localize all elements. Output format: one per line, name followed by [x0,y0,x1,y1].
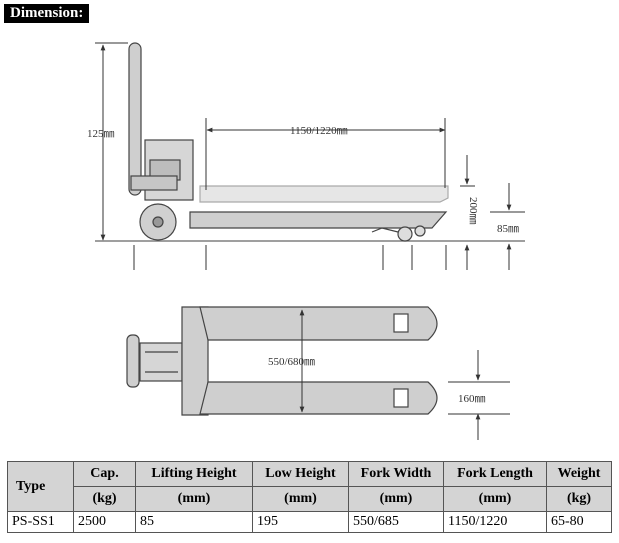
handle [128,42,142,196]
fork-width-label: 160㎜ [458,393,486,405]
column-header-fork-width: Fork Width [348,461,444,487]
load-roller [397,226,413,242]
fork [189,211,448,229]
cell-fork-length: 1150/1220 [443,511,547,533]
cell-fork-width: 550/685 [348,511,444,533]
table-row: PS-SS1 2500 85 195 550/685 1150/1220 65-… [7,511,612,533]
column-header-type: Type [7,461,74,512]
column-unit-low-height: (mm) [252,486,349,512]
overall-width-label: 550/680㎜ [268,356,315,368]
handle-height-label: 125㎜ [87,128,115,140]
top-view [126,306,438,416]
upper-fork [199,306,438,341]
column-header-fork-length: Fork Length [443,461,547,487]
side-view [95,42,525,242]
cell-type: PS-SS1 [7,511,74,533]
column-unit-fork-width: (mm) [348,486,444,512]
column-header-lifting-height: Lifting Height [135,461,253,487]
chassis [181,306,209,416]
cell-cap: 2500 [73,511,136,533]
lower-fork [199,381,438,415]
cell-weight: 65-80 [546,511,612,533]
lifted-fork [199,185,449,203]
top-handle [126,334,140,388]
low-height-label: 85㎜ [497,223,519,235]
spec-table: Type Cap. Lifting Height Low Height Fork… [7,461,612,533]
column-unit-fork-length: (mm) [443,486,547,512]
lift-height-label: 200㎜ [467,197,479,225]
column-header-weight: Weight [546,461,612,487]
cell-lifting-height: 85 [135,511,253,533]
section-title: Dimension: [4,4,90,23]
fork-length-label: 1150/1220㎜ [290,125,348,137]
column-unit-weight: (kg) [546,486,612,512]
pallet-truck-drawing: 125㎜ 1150/1220㎜ 200㎜ 85㎜ 550/680㎜ 160㎜ [87,42,525,440]
column-unit-lifting-height: (mm) [135,486,253,512]
column-header-cap: Cap. [73,461,136,487]
column-unit-cap: (kg) [73,486,136,512]
cell-low-height: 195 [252,511,349,533]
column-header-low-height: Low Height [252,461,349,487]
